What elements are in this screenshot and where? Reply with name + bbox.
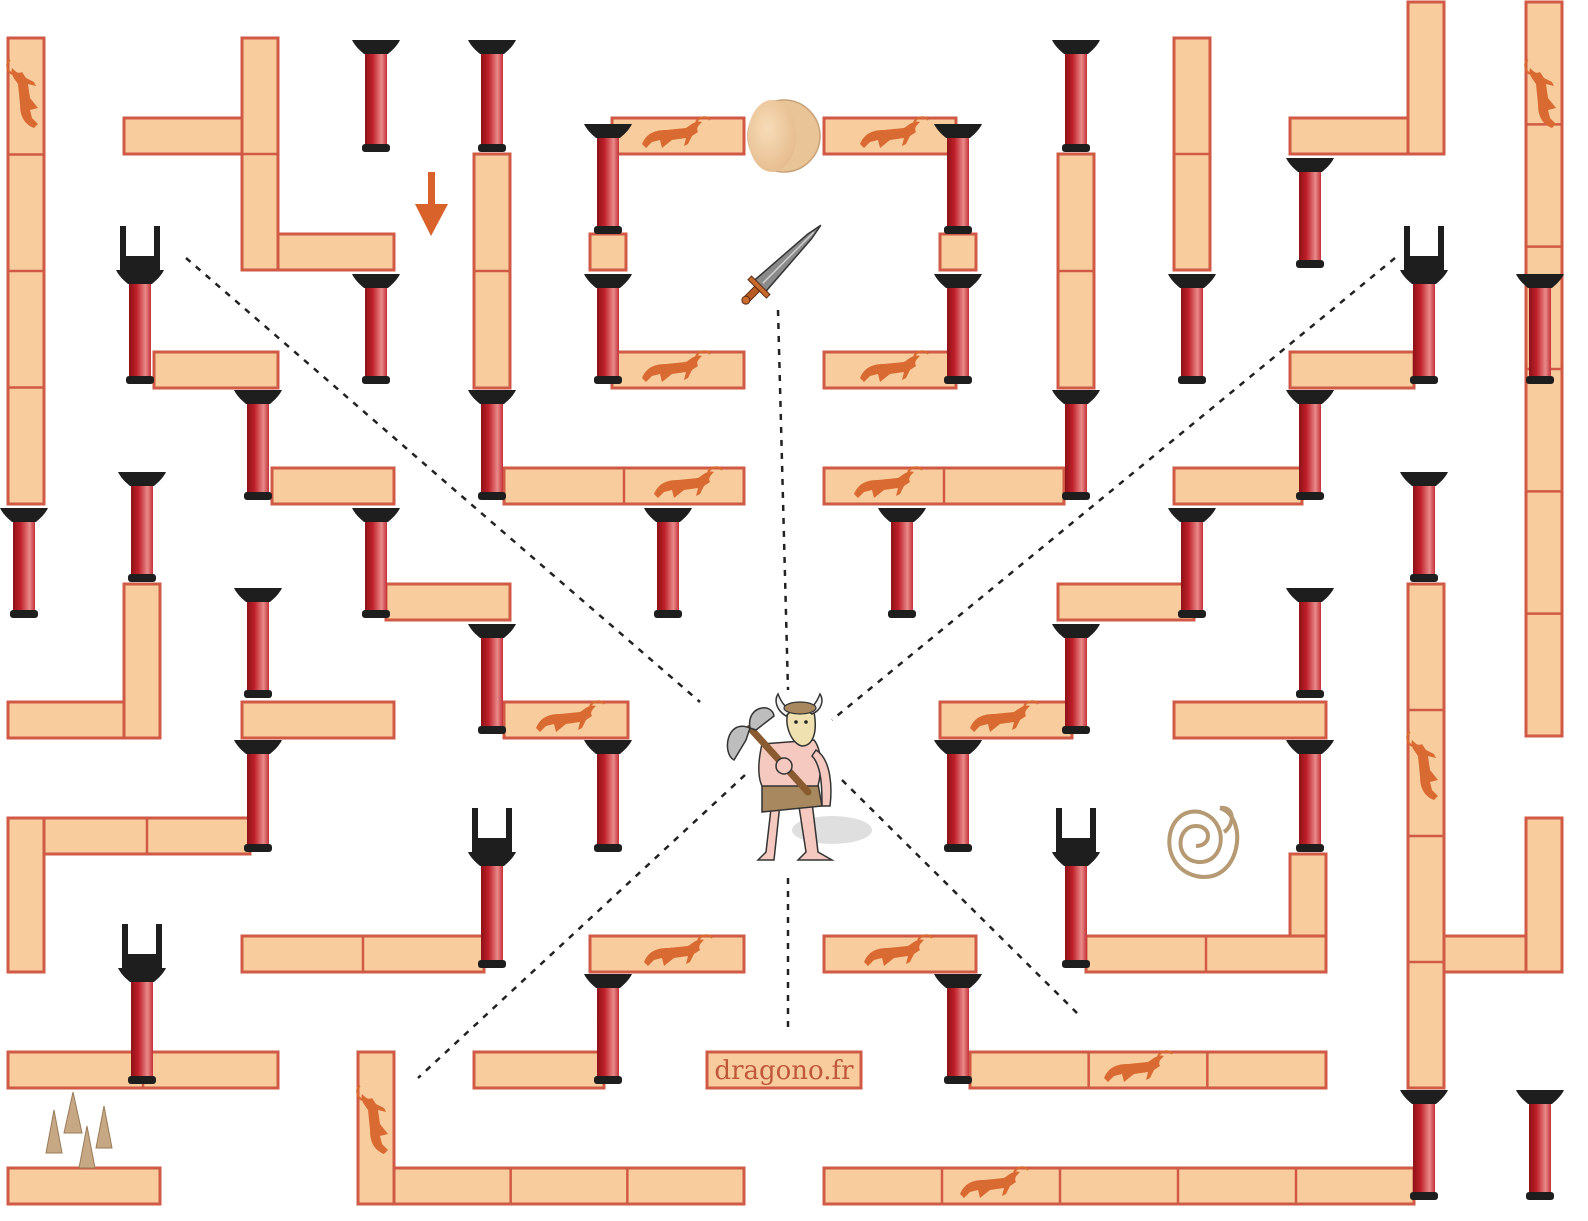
maze-wall <box>588 232 628 272</box>
cheese-icon[interactable] <box>747 99 821 173</box>
bull-fresco-icon <box>1406 731 1438 800</box>
maze-walls <box>6 0 1564 1206</box>
maze-column <box>234 588 282 698</box>
maze-column <box>1516 274 1564 384</box>
maze-column <box>1516 1090 1564 1200</box>
credit-label: dragono.fr <box>705 1050 863 1090</box>
maze-column <box>352 274 400 384</box>
maze-column <box>118 472 166 582</box>
bull-fresco-icon <box>860 350 929 382</box>
maze-column <box>1168 274 1216 384</box>
maze-wall <box>1288 350 1416 390</box>
horned-column <box>118 924 166 1084</box>
maze-column <box>1400 472 1448 582</box>
maze-wall <box>822 1166 1416 1206</box>
maze-wall <box>6 816 46 974</box>
maze-column <box>468 40 516 152</box>
maze-wall <box>1406 0 1446 156</box>
maze-column <box>1286 158 1334 268</box>
bull-fresco-icon <box>642 350 711 382</box>
spikes-icon[interactable] <box>45 1091 113 1169</box>
maze-column <box>1286 390 1334 500</box>
maze-wall <box>384 582 512 622</box>
maze-wall <box>152 350 280 390</box>
sword-icon[interactable] <box>734 216 830 312</box>
maze-column <box>468 624 516 734</box>
maze-column <box>934 740 982 852</box>
maze-column <box>1052 390 1100 500</box>
maze-column <box>1168 508 1216 618</box>
maze-column <box>584 274 632 384</box>
bull-fresco-icon <box>860 116 929 148</box>
maze-column <box>1400 1090 1448 1200</box>
maze-wall <box>6 1166 162 1206</box>
maze-wall <box>240 700 396 740</box>
minotaur-icon[interactable] <box>726 692 872 861</box>
maze-column <box>1052 624 1100 734</box>
maze-wall <box>1524 816 1564 974</box>
bull-fresco-icon <box>356 1085 388 1154</box>
bull-fresco-icon <box>970 700 1039 732</box>
maze-column <box>584 740 632 852</box>
maze-column <box>934 274 982 384</box>
maze-column <box>352 508 400 618</box>
maze-wall <box>938 232 978 272</box>
maze-column <box>0 508 48 618</box>
maze-wall <box>270 466 396 506</box>
bull-fresco-icon <box>644 934 713 966</box>
bull-fresco-icon <box>864 934 933 966</box>
maze-column <box>352 40 400 152</box>
maze-column <box>934 974 982 1084</box>
bull-fresco-icon <box>854 466 923 498</box>
bull-fresco-icon <box>960 1166 1029 1198</box>
bull-fresco-icon <box>1104 1050 1173 1082</box>
maze-wall <box>1172 466 1304 506</box>
maze-wall <box>472 1050 606 1090</box>
horned-column <box>468 808 516 968</box>
horned-column <box>1052 808 1100 968</box>
maze-wall <box>1056 582 1196 622</box>
maze-column <box>1052 40 1100 152</box>
bull-frescoes <box>6 59 1556 1198</box>
maze-wall <box>392 1166 746 1206</box>
maze-column <box>234 740 282 852</box>
maze-wall <box>1442 934 1528 974</box>
maze-column <box>584 124 632 234</box>
maze-wall <box>122 116 244 156</box>
horned-column <box>116 226 164 384</box>
maze-column <box>644 508 692 618</box>
bull-fresco-icon <box>642 116 711 148</box>
maze-column <box>584 974 632 1084</box>
maze-column <box>1286 740 1334 852</box>
arrow-down-icon <box>415 172 448 236</box>
credit-text: dragono.fr <box>714 1056 854 1086</box>
maze-column <box>934 124 982 234</box>
maze-wall <box>1288 116 1416 156</box>
maze-column <box>234 390 282 500</box>
maze-columns <box>0 40 1564 1200</box>
rope-coil-icon[interactable] <box>1167 805 1240 879</box>
bull-fresco-icon <box>536 700 605 732</box>
bull-fresco-icon <box>1524 59 1556 128</box>
maze-column <box>1286 588 1334 698</box>
sight-lines <box>185 257 1396 1079</box>
maze-wall <box>276 232 396 272</box>
maze-wall <box>122 582 162 740</box>
maze-wall <box>1172 700 1328 740</box>
horned-column <box>1400 226 1448 384</box>
bull-fresco-icon <box>6 59 38 128</box>
maze-column <box>878 508 926 618</box>
maze-column <box>468 390 516 500</box>
bull-fresco-icon <box>654 466 723 498</box>
